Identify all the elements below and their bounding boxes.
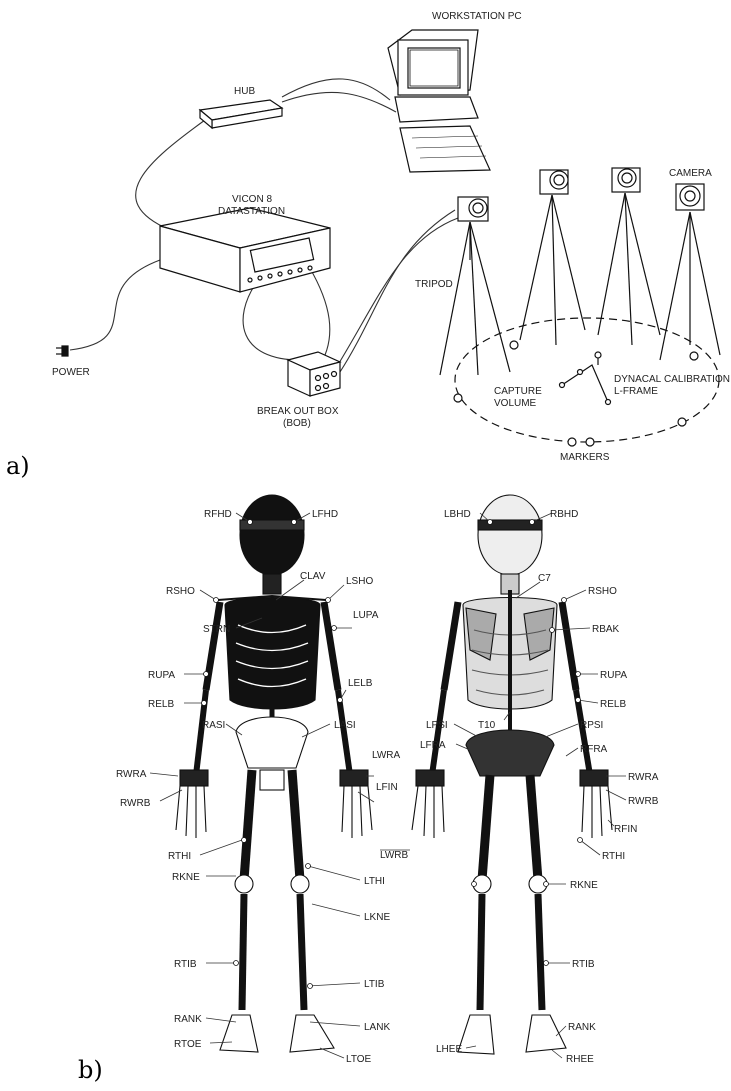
- tripod-camera-3: [598, 168, 660, 345]
- back-c7-label: C7: [538, 573, 551, 584]
- bob-label-1: BREAK OUT BOX: [257, 406, 339, 417]
- front-rkne-label: RKNE: [172, 872, 200, 883]
- back-lpsi-label: LPSI: [426, 720, 448, 731]
- back-rsho-label: RSHO: [588, 586, 617, 597]
- front-rwrb-label: RWRB: [120, 798, 151, 809]
- front-lasi-label: LASI: [334, 720, 356, 731]
- tripod-label: TRIPOD: [415, 279, 453, 290]
- back-rtib-label: RTIB: [572, 959, 595, 970]
- back-lbhd-label: LBHD: [444, 509, 471, 520]
- lframe-label-2: L-FRAME: [614, 386, 658, 397]
- front-rtib-label: RTIB: [174, 959, 197, 970]
- front-skeleton: [176, 495, 372, 1052]
- front-rtoe-label: RTOE: [174, 1039, 202, 1050]
- front-lfhd-label: LFHD: [312, 509, 338, 520]
- panel-b: RFHD LFHD CLAV RSHO LSHO STRN LUPA RUPA …: [116, 495, 659, 1065]
- front-rank-label: RANK: [174, 1014, 202, 1025]
- tripod-camera-4: [660, 184, 720, 360]
- back-rank-label: RANK: [568, 1022, 596, 1033]
- back-rhee-label: RHEE: [566, 1054, 594, 1065]
- front-rthi-label: RTHI: [168, 851, 191, 862]
- datastation-icon: [160, 208, 330, 292]
- bob-label-2: (BOB): [283, 418, 311, 429]
- back-t10-label: T10: [478, 720, 496, 731]
- front-rwra-label: RWRA: [116, 769, 147, 780]
- datastation-label-2: DATASTATION: [218, 206, 285, 217]
- front-lsho-label: LSHO: [346, 576, 373, 587]
- back-rthi-label: RTHI: [602, 851, 625, 862]
- back-rfra-label: RFRA: [580, 744, 608, 755]
- front-rsho-label: RSHO: [166, 586, 195, 597]
- workstation-label: WORKSTATION PC: [432, 11, 522, 22]
- workstation-pc-icon: [388, 30, 490, 172]
- back-rbhd-label: RBHD: [550, 509, 578, 520]
- datastation-label-1: VICON 8: [232, 194, 272, 205]
- hub-icon: [200, 100, 282, 128]
- front-lank-label: LANK: [364, 1022, 390, 1033]
- back-lhee-label: LHEE: [436, 1044, 462, 1055]
- front-strn-label: STRN: [203, 624, 230, 635]
- front-lwrb-label: LWRB: [380, 850, 408, 861]
- front-lelb-label: LELB: [348, 678, 373, 689]
- l-frame-icon: [560, 352, 611, 405]
- front-lwra-label: LWRA: [372, 750, 400, 761]
- panel-a: WORKSTATION PC HUB VICON 8 DATASTATION P…: [52, 11, 730, 463]
- back-rfin-label: RFIN: [614, 824, 637, 835]
- front-relb-label: RELB: [148, 699, 174, 710]
- back-rpsi-label: RPSI: [580, 720, 603, 731]
- back-relb-label: RELB: [600, 699, 626, 710]
- power-label: POWER: [52, 367, 90, 378]
- front-rupa-label: RUPA: [148, 670, 175, 681]
- lframe-label-1: DYNACAL: [614, 374, 662, 385]
- panel-a-tag: a): [6, 452, 30, 480]
- back-rupa-label: RUPA: [600, 670, 627, 681]
- front-lkne-label: LKNE: [364, 912, 390, 923]
- camera-label: CAMERA: [669, 168, 712, 179]
- capture-label-1: CAPTURE: [494, 386, 542, 397]
- break-out-box-icon: [288, 352, 340, 396]
- hub-label: HUB: [234, 86, 255, 97]
- front-lupa-label: LUPA: [353, 610, 379, 621]
- front-lfin-label: LFIN: [376, 782, 398, 793]
- markers-label: MARKERS: [560, 452, 610, 463]
- floor-markers: [454, 341, 698, 446]
- front-rfhd-label: RFHD: [204, 509, 232, 520]
- panel-b-tag: b): [78, 1056, 103, 1084]
- back-rwrb-label: RWRB: [628, 796, 659, 807]
- back-skeleton: [412, 495, 612, 1054]
- front-ltib-label: LTIB: [364, 979, 385, 990]
- back-rkne-label: RKNE: [570, 880, 598, 891]
- front-lthi-label: LTHI: [364, 876, 385, 887]
- back-lfra-label: LFRA: [420, 740, 446, 751]
- capture-label-2: VOLUME: [494, 398, 537, 409]
- back-rwra-label: RWRA: [628, 772, 659, 783]
- front-rasi-label: RASI: [202, 720, 225, 731]
- front-ltoe-label: LTOE: [346, 1054, 372, 1065]
- back-rbak-label: RBAK: [592, 624, 620, 635]
- calibration-label: CALIBRATION: [664, 374, 730, 385]
- power-plug-icon: [56, 346, 68, 356]
- front-clav-label: CLAV: [300, 571, 326, 582]
